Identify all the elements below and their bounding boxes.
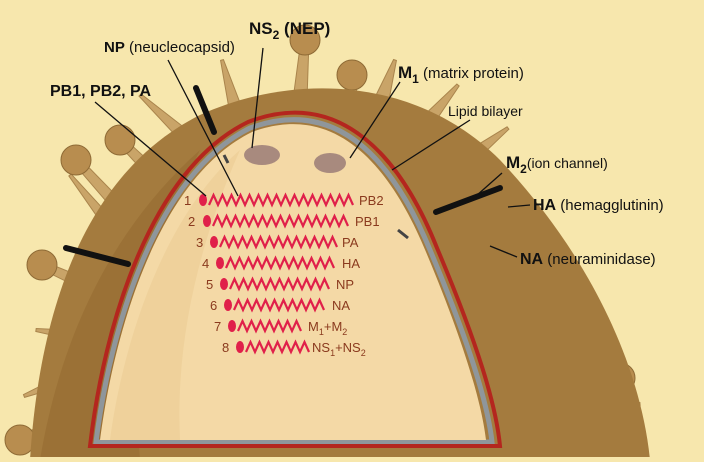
polymerase-bead [236,341,244,353]
label-m2: M2(ion channel) [506,153,608,176]
lipid-bilayer [87,110,503,448]
segment-label: PB1 [355,214,380,229]
segment-number: 8 [222,340,229,355]
rna-strand [232,297,326,313]
rna-segment-2: 2 PB1 [188,213,380,229]
segment-label: PA [342,235,359,250]
label-na: NA (neuraminidase) [520,251,656,268]
rna-segment-8: 8 NS1+NS2 [222,339,366,358]
label-lipid: Lipid bilayer [448,103,523,119]
hemagglutinin-spike-icon [336,59,368,91]
rna-strand [224,255,336,271]
rna-strand [218,234,339,250]
segment-number: 2 [188,214,195,229]
polymerase-bead [228,320,236,332]
segment-number: 6 [210,298,217,313]
rna-segment-4: 4 HA [202,255,360,271]
polymerase-bead [199,194,207,206]
segment-number: 3 [196,235,203,250]
ns2-particle [314,153,346,173]
segment-number: 4 [202,256,209,271]
rna-segment-1: 1 PB2 [184,192,384,208]
rna-segment-6: 6 NA [210,297,350,313]
rna-segments: 1 PB2 2 PB1 3 PA 4 HA 5 NP 6 NA 7 M1+M2 8 NS1+NS2 [184,192,384,358]
polymerase-bead [224,299,232,311]
label-np: NP (neucleocapsid) [104,39,235,56]
rna-segment-3: 3 PA [196,234,359,250]
hemagglutinin-spike-icon [104,124,136,156]
segment-label: HA [342,256,360,271]
segment-label: NA [332,298,350,313]
hemagglutinin-spike-icon [289,24,321,56]
matrix-layer [93,117,495,445]
hemagglutinin-spike-icon [4,424,36,456]
leader-lines [94,47,531,258]
label-ha: HA (hemagglutinin) [533,197,664,214]
rna-strand [211,213,350,229]
rna-strand [244,339,311,355]
rna-strand [207,192,355,208]
label-pb: PB1, PB2, PA [50,83,152,100]
polymerase-bead [210,236,218,248]
polymerase-bead [216,257,224,269]
segment-label: M1+M2 [308,319,347,337]
polymerase-bead [220,278,228,290]
label-ns2: NS2 (NEP) [249,19,330,42]
ns2-particle [244,145,280,165]
segment-label: PB2 [359,193,384,208]
label-m1: M1 (matrix protein) [398,63,524,86]
segment-number: 7 [214,319,221,334]
segment-label: NS1+NS2 [312,340,366,358]
segment-label: NP [336,277,354,292]
hemagglutinin-spike-icon [60,144,92,176]
rna-segment-5: 5 NP [206,276,354,292]
membrane-channel-mark [397,228,409,240]
rna-strand [236,318,303,334]
membrane-channel-mark [222,154,230,164]
segment-number: 1 [184,193,191,208]
rna-strand [228,276,331,292]
polymerase-bead [203,215,211,227]
segment-number: 5 [206,277,213,292]
hemagglutinin-spike-icon [26,249,58,281]
rna-segment-7: 7 M1+M2 [214,318,347,337]
